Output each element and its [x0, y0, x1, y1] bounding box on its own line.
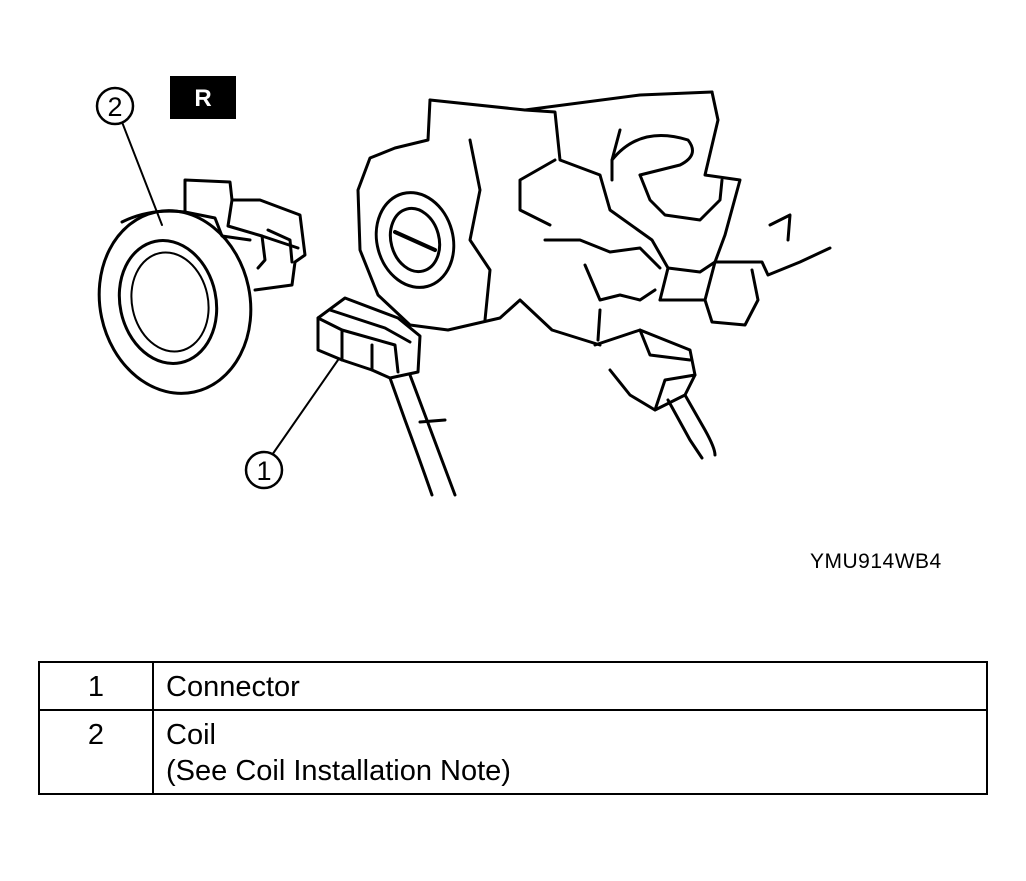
- leader-line-coil: [121, 121, 163, 226]
- callout-coil-number: 2: [107, 92, 122, 122]
- legend-description-line: Coil: [166, 719, 216, 751]
- legend-table: 1 Connector 2 Coil (See Coil Installatio…: [38, 661, 988, 795]
- table-row: 1 Connector: [38, 661, 988, 711]
- connector-illustration: [316, 296, 457, 497]
- table-row: 2 Coil (See Coil Installation Note): [38, 709, 988, 795]
- legend-number: 1: [38, 661, 154, 711]
- callout-connector: 1: [244, 450, 284, 490]
- coil-ring-illustration: [97, 178, 307, 395]
- view-badge: R: [170, 76, 236, 119]
- ignition-coil-connector-diagram: 2 1 R: [95, 76, 832, 497]
- leader-line-connector: [271, 359, 339, 456]
- view-badge-letter: R: [194, 85, 211, 112]
- legend-description: Coil (See Coil Installation Note): [152, 709, 988, 795]
- legend-description-line: Connector: [166, 671, 300, 703]
- legend-description: Connector: [152, 661, 988, 711]
- legend-description-line: (See Coil Installation Note): [166, 755, 511, 787]
- figure-code: YMU914WB4: [810, 550, 942, 573]
- callout-connector-number: 1: [256, 456, 271, 486]
- steering-lock-housing-illustration: [356, 90, 832, 460]
- callout-coil: 2: [95, 86, 135, 126]
- legend-number: 2: [38, 709, 154, 795]
